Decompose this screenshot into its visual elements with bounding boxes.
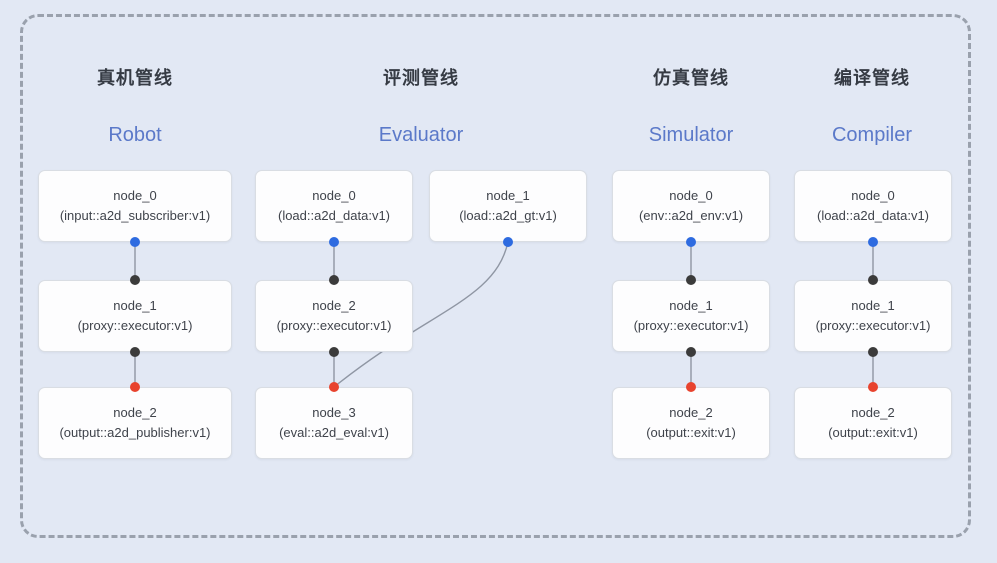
node-type: (output::exit:v1) [646,425,736,440]
node-robot-node2: node_2 (output::a2d_publisher:v1) [38,387,232,459]
node-name: node_2 [312,298,356,314]
node-robot-node0: node_0 (input::a2d_subscriber:v1) [38,170,232,242]
node-type: (load::a2d_data:v1) [816,208,930,223]
edge-evaluator-node1-node3 [333,241,509,388]
node-evaluator-node3: node_3 (eval::a2d_eval:v1) [255,387,413,459]
pipeline-title-zh-compiler: 编译管线 [834,68,910,88]
node-evaluator-node2: node_2 (proxy::executor:v1) [255,280,413,352]
node-type: (load::a2d_data:v1) [277,208,391,223]
node-compiler-node0: node_0 (load::a2d_data:v1) [794,170,952,242]
port-in-compiler-node2 [868,382,878,392]
node-type: (proxy::executor:v1) [276,318,392,333]
port-out-evaluator-node1 [503,237,513,247]
node-type: (load::a2d_gt:v1) [459,208,557,223]
node-name: node_0 [312,188,356,204]
node-type: (proxy::executor:v1) [815,318,931,333]
node-robot-node1: node_1 (proxy::executor:v1) [38,280,232,352]
node-simulator-node0: node_0 (env::a2d_env:v1) [612,170,770,242]
port-in-robot-node1 [130,275,140,285]
port-out-robot-node0 [130,237,140,247]
node-type: (env::a2d_env:v1) [638,208,744,223]
node-name: node_1 [669,298,713,314]
port-in-simulator-node1 [686,275,696,285]
port-out-evaluator-node2 [329,347,339,357]
node-name: node_1 [113,298,157,314]
pipeline-title-zh-simulator: 仿真管线 [653,68,729,88]
port-in-robot-node2 [130,382,140,392]
port-in-evaluator-node2 [329,275,339,285]
node-name: node_2 [113,405,157,421]
node-simulator-node1: node_1 (proxy::executor:v1) [612,280,770,352]
port-out-compiler-node0 [868,237,878,247]
node-evaluator-node1: node_1 (load::a2d_gt:v1) [429,170,587,242]
node-simulator-node2: node_2 (output::exit:v1) [612,387,770,459]
node-evaluator-node0: node_0 (load::a2d_data:v1) [255,170,413,242]
node-name: node_3 [312,405,356,421]
node-type: (output::exit:v1) [828,425,918,440]
port-out-simulator-node1 [686,347,696,357]
node-type: (proxy::executor:v1) [633,318,749,333]
node-type: (input::a2d_subscriber:v1) [59,208,211,223]
node-compiler-node2: node_2 (output::exit:v1) [794,387,952,459]
port-out-compiler-node1 [868,347,878,357]
pipeline-title-zh-robot: 真机管线 [97,68,173,88]
node-type: (eval::a2d_eval:v1) [279,425,389,440]
node-compiler-node1: node_1 (proxy::executor:v1) [794,280,952,352]
node-name: node_0 [669,188,713,204]
port-in-compiler-node1 [868,275,878,285]
port-in-simulator-node2 [686,382,696,392]
pipeline-title-zh-evaluator: 评测管线 [383,68,459,88]
pipeline-title-en-compiler: Compiler [831,124,913,146]
node-type: (output::a2d_publisher:v1) [59,425,211,440]
dashed-frame [20,14,971,538]
port-out-robot-node1 [130,347,140,357]
port-in-evaluator-node3 [329,382,339,392]
pipeline-title-en-robot: Robot [108,124,162,146]
pipeline-title-en-simulator: Simulator [648,124,734,146]
node-name: node_0 [851,188,895,204]
node-name: node_2 [669,405,713,421]
node-name: node_1 [851,298,895,314]
pipeline-title-en-evaluator: Evaluator [378,124,464,146]
node-name: node_0 [113,188,157,204]
node-type: (proxy::executor:v1) [77,318,193,333]
node-name: node_2 [851,405,895,421]
port-out-evaluator-node0 [329,237,339,247]
port-out-simulator-node0 [686,237,696,247]
node-name: node_1 [486,188,530,204]
